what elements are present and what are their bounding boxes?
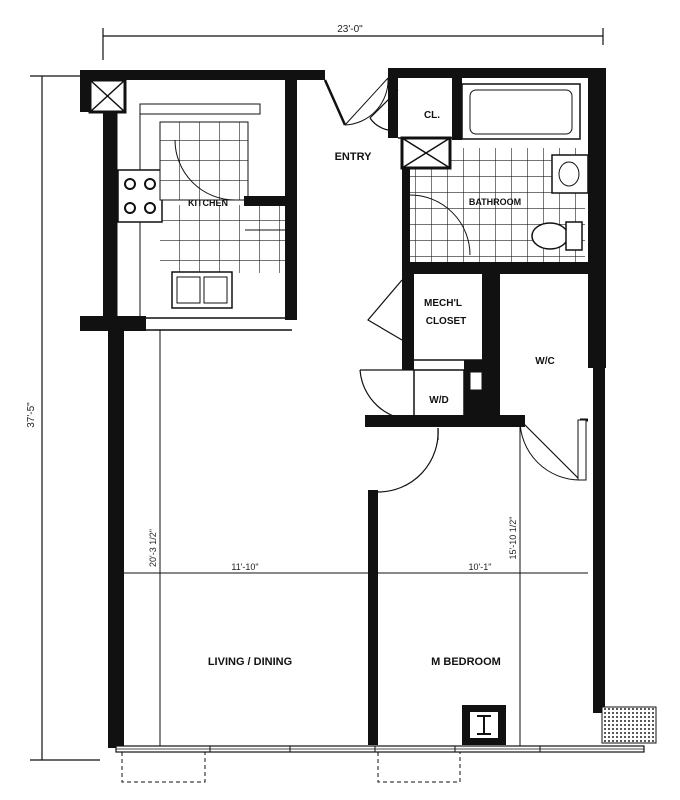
window-wall	[115, 745, 645, 783]
burner-icon	[144, 202, 156, 214]
overall-depth-label: 37'-5"	[26, 402, 37, 428]
mech-closet-label-1: MECH'L	[424, 298, 462, 309]
bedroom-walls	[365, 415, 525, 745]
bathroom-label: BATHROOM	[469, 197, 521, 207]
burner-icon	[124, 178, 136, 190]
washer-dryer: W/D	[359, 360, 492, 421]
kitchen-floor-tile	[160, 205, 290, 273]
kitchen-shaft	[88, 78, 127, 114]
walk-in-closet: W/C	[494, 272, 588, 481]
master-bedroom-label: M BEDROOM	[431, 656, 501, 668]
bath-vanity	[551, 154, 589, 194]
bathtub	[461, 83, 581, 140]
closet-label: CL.	[424, 110, 440, 121]
living-dining-label: LIVING / DINING	[208, 656, 292, 668]
burner-icon	[144, 178, 156, 190]
bedroom-width-label: 10'-1"	[469, 562, 492, 572]
bathroom: BATHROOM	[402, 83, 592, 274]
fridge	[159, 121, 249, 201]
burner-icon	[124, 202, 136, 214]
bath-shaft	[400, 136, 452, 170]
stove	[117, 169, 163, 223]
kitchen-sink	[171, 271, 233, 309]
overall-width-label: 23'-0"	[337, 24, 363, 35]
living-depth-label: 20'-3 1/2"	[148, 529, 158, 567]
bedroom-depth-label: 15'-10 1/2"	[508, 517, 518, 560]
overall-depth-dimension: 37'-5"	[26, 75, 100, 761]
entry-door: ENTRY	[323, 77, 389, 163]
overall-width-dimension: 23'-0"	[102, 24, 604, 60]
coat-closet: CL.	[369, 68, 462, 140]
washer-dryer-label: W/D	[429, 395, 448, 406]
balcony-hatch	[601, 706, 657, 744]
toilet	[531, 222, 569, 250]
mech-closet: MECH'L CLOSET	[367, 272, 494, 420]
entry-label: ENTRY	[335, 151, 373, 163]
mech-closet-label-2: CLOSET	[426, 316, 467, 327]
kitchen: KITCHEN	[116, 80, 297, 331]
living-width-label: 11'-10"	[231, 562, 258, 572]
room-dimensions: 11'-10" 10'-1" 20'-3 1/2" 15'-10 1/2"	[124, 330, 588, 746]
walk-in-closet-label: W/C	[535, 356, 554, 367]
kitchen-label: KITCHEN	[188, 198, 228, 208]
